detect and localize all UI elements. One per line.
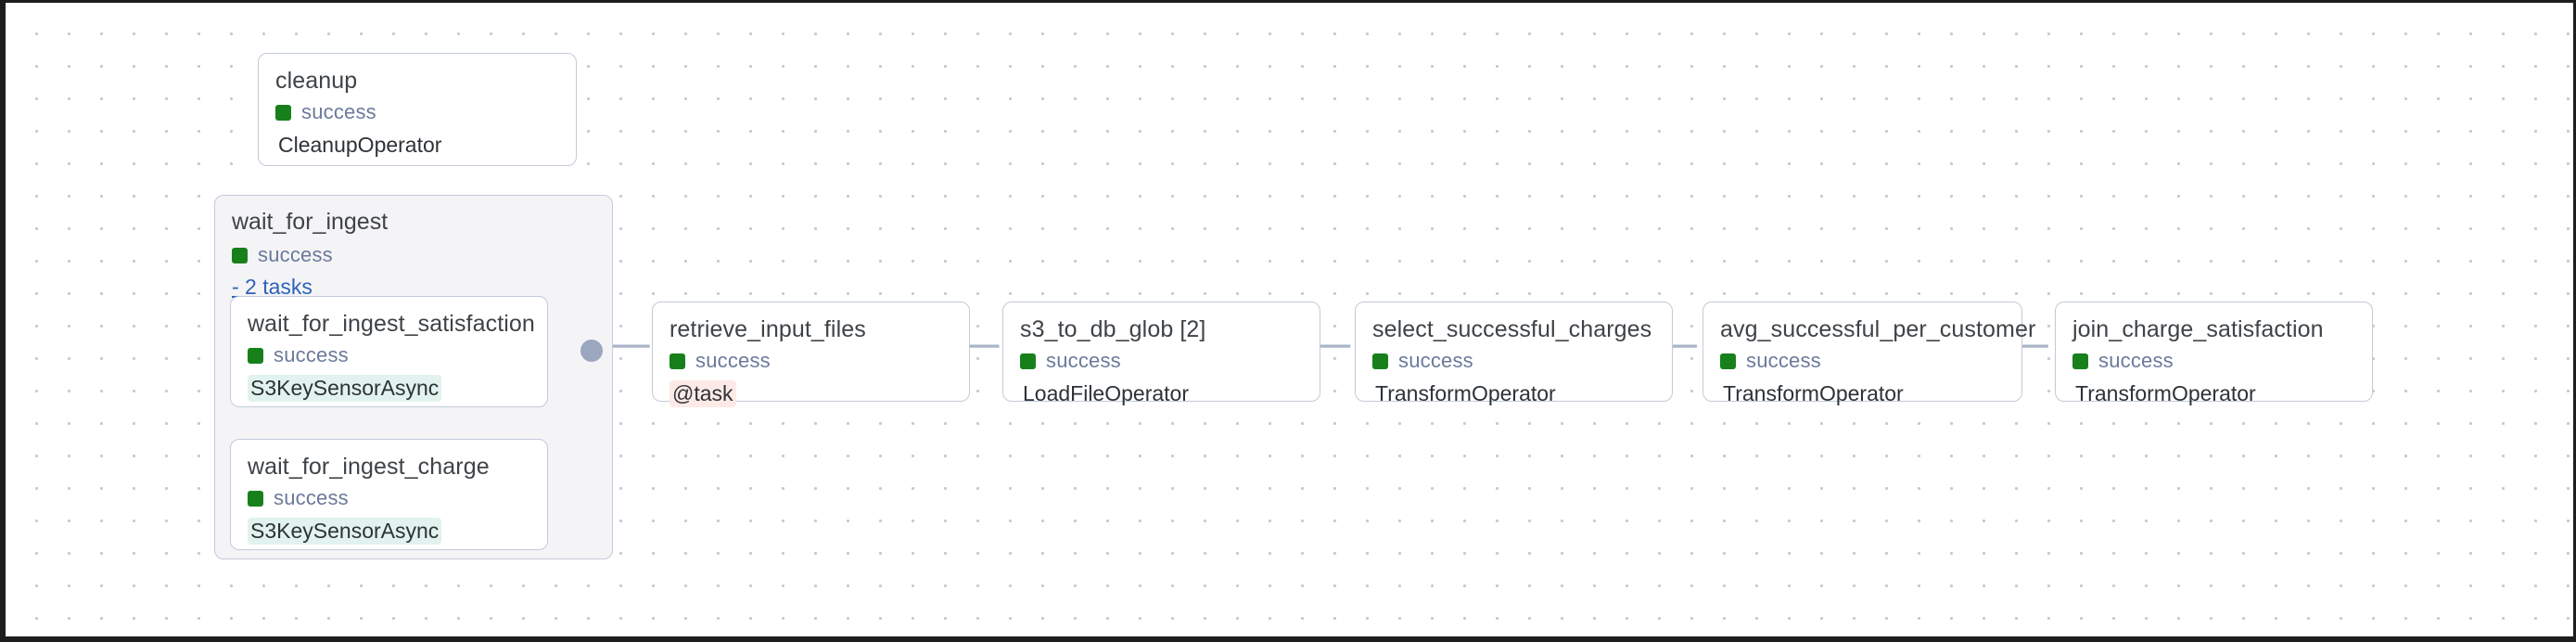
status-label: success [695,349,771,373]
node-title: cleanup [275,68,358,94]
node-title: s3_to_db_glob [2] [1020,316,1206,342]
status-row: success [1720,349,2005,373]
status-row: success [248,343,530,367]
status-success-icon [275,104,291,121]
status-label: success [1398,349,1473,373]
task-group-title: wait_for_ingest [232,209,389,235]
status-label: success [1746,349,1821,373]
operator-label: @task [670,380,736,408]
node-retrieve-input-files[interactable]: retrieve_input_files success @task [652,302,970,408]
operator-label: TransformOperator [1375,381,1556,406]
operator-label: LoadFileOperator [1023,381,1189,406]
node-wait-for-ingest-charge[interactable]: wait_for_ingest_charge success S3KeySens… [230,439,548,550]
status-row: success [248,486,530,510]
status-success-icon [670,353,685,369]
operator-label: TransformOperator [1723,381,1904,406]
node-avg-successful-per-customer[interactable]: avg_successful_per_customer success Tran… [1702,302,2036,405]
status-row: success [670,349,952,373]
status-label: success [2098,349,2174,373]
status-label: success [1046,349,1121,373]
task-group-header: wait_for_ingest success - 2 tasks [232,209,388,300]
node-title: wait_for_ingest_satisfaction [248,311,535,337]
status-row: success [232,243,388,267]
node-join-charge-satisfaction[interactable]: join_charge_satisfaction success Transfo… [2055,302,2373,405]
status-success-icon [248,490,263,507]
node-title: wait_for_ingest_charge [248,454,490,480]
operator-label: S3KeySensorAsync [248,518,442,546]
status-success-icon [232,247,248,263]
node-title: select_successful_charges [1372,316,1652,342]
node-title: join_charge_satisfaction [2072,316,2324,342]
node-select-successful-charges[interactable]: select_successful_charges success Transf… [1355,302,1673,405]
status-success-icon [248,347,263,364]
status-label: success [301,100,376,124]
status-label: success [258,243,333,266]
operator-label: CleanupOperator [278,133,442,158]
status-success-icon [1020,353,1036,369]
node-cleanup[interactable]: cleanup success CleanupOperator [258,53,577,166]
status-success-icon [2072,353,2088,369]
status-label: success [274,486,349,510]
status-row: success [275,100,559,124]
edge-junction-dot [580,340,603,362]
status-row: success [1372,349,1655,373]
status-success-icon [1720,353,1736,369]
status-row: success [2072,349,2355,373]
node-title: retrieve_input_files [670,316,866,342]
status-label: success [274,343,349,367]
task-group-collapse-toggle[interactable]: - 2 tasks [232,275,312,299]
node-s3-to-db-glob[interactable]: s3_to_db_glob [2] success LoadFileOperat… [1002,302,1320,405]
operator-label: S3KeySensorAsync [248,375,442,403]
status-row: success [1020,349,1303,373]
status-success-icon [1372,353,1388,369]
node-wait-for-ingest-satisfaction[interactable]: wait_for_ingest_satisfaction success S3K… [230,296,548,407]
node-title: avg_successful_per_customer [1720,316,2036,342]
operator-label: TransformOperator [2075,381,2256,406]
